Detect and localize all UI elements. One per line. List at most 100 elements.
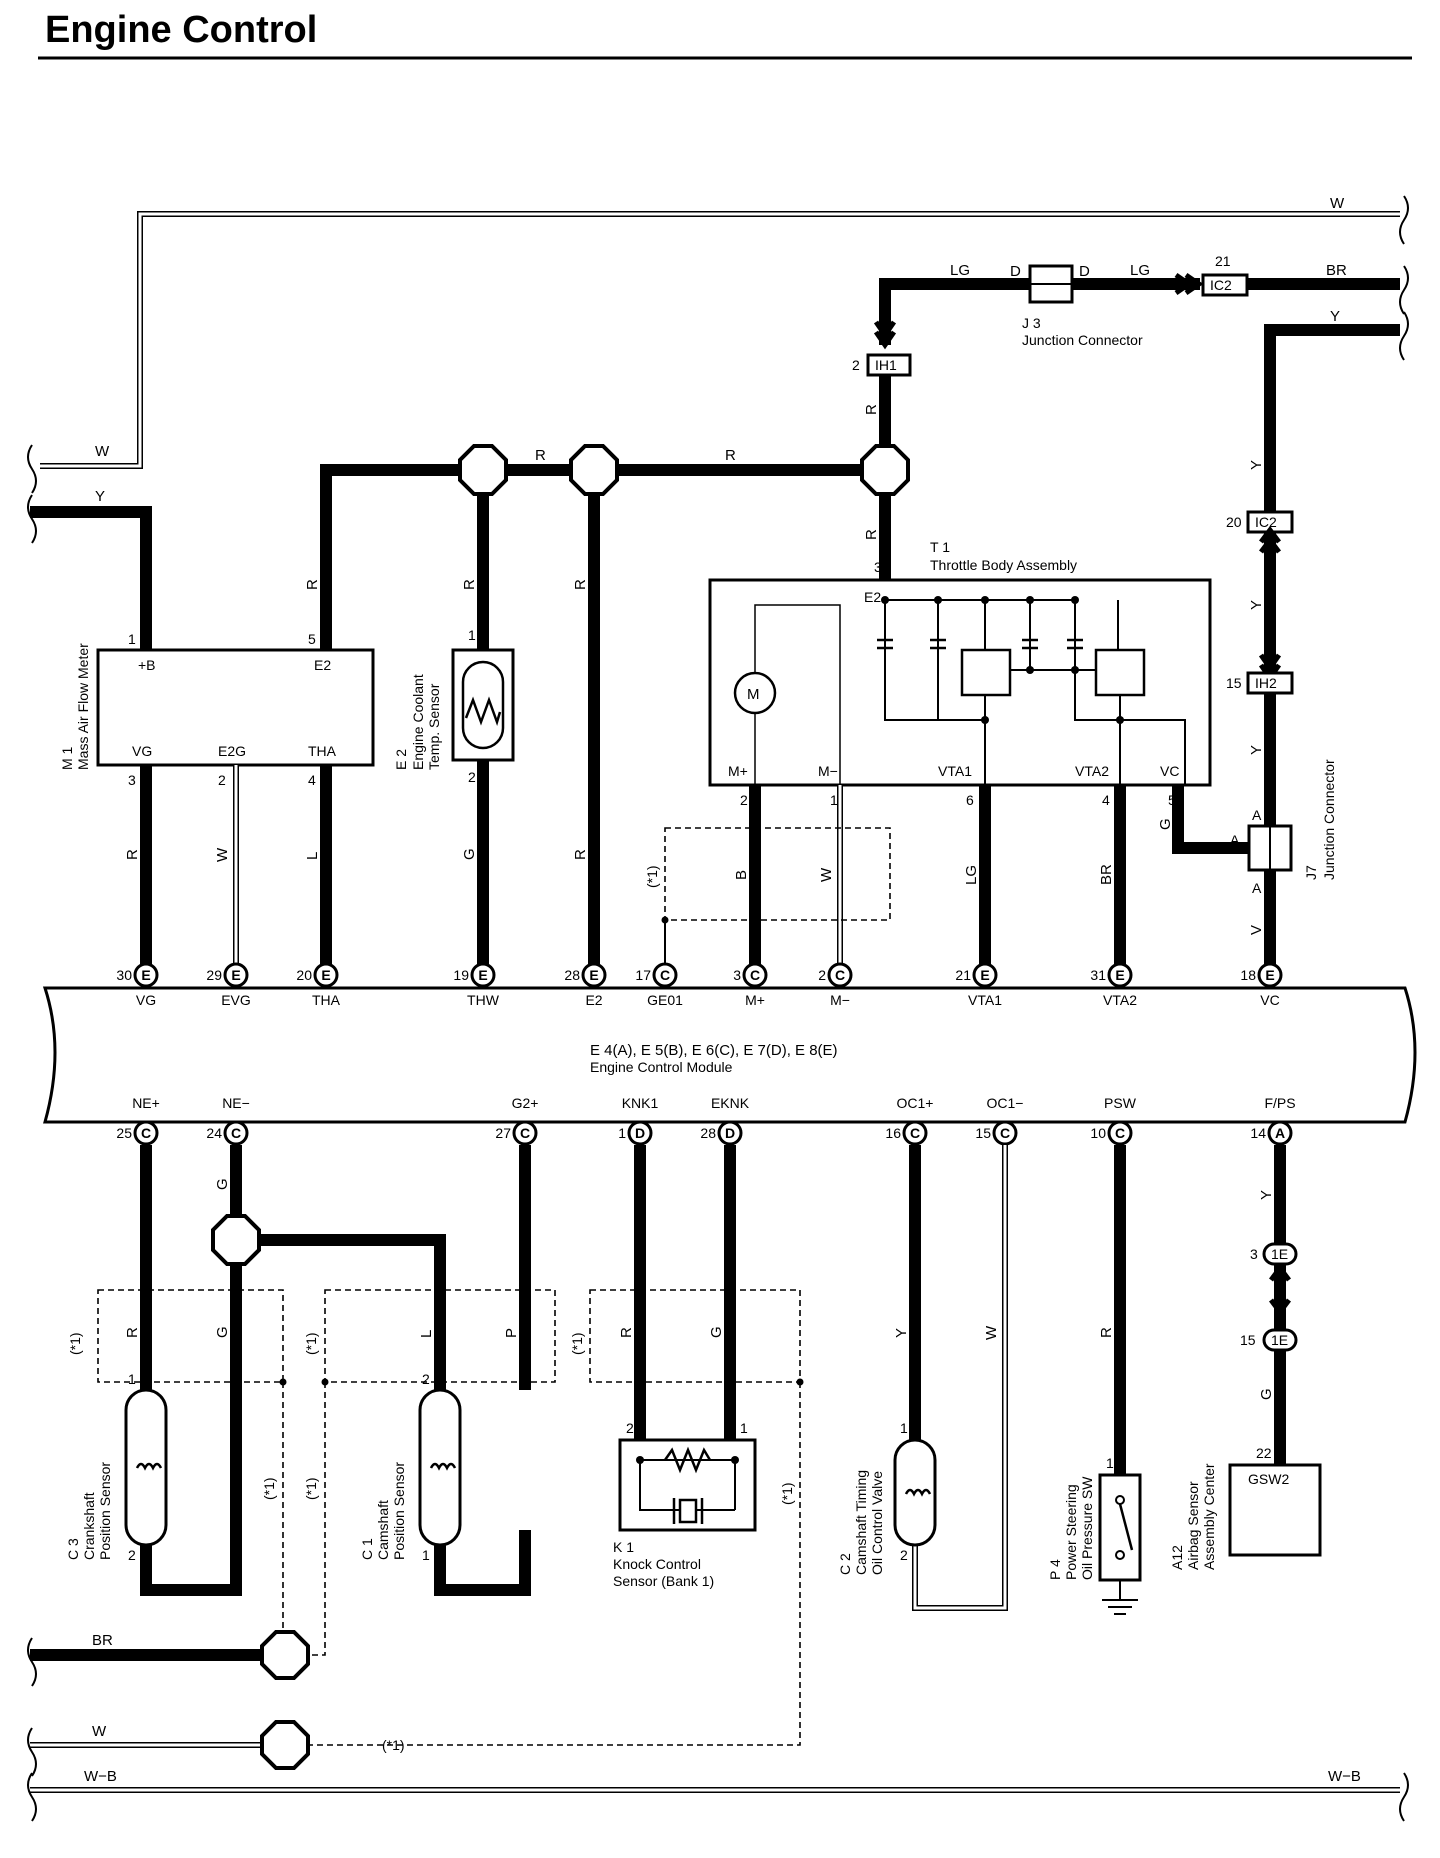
ecm-pin-number: 20 (296, 967, 312, 983)
c1-name: Camshaft (375, 1500, 391, 1560)
ecm-terminal-circle (133, 962, 159, 988)
wire-label-br: BR (1326, 262, 1347, 279)
connector-arrow (873, 330, 897, 350)
t1-terminal-mm: M− (818, 763, 838, 779)
junction-dot (636, 1456, 644, 1464)
m1-terminal-e2g: E2G (218, 743, 246, 759)
j7-pin-label: A (1252, 807, 1262, 823)
ih2-connector (1246, 671, 1294, 695)
pin-number: 4 (308, 772, 316, 788)
ecm-terminal-circle (223, 962, 249, 988)
ecm-pin-number: 1 (618, 1125, 626, 1141)
wire-label-g: G (214, 1326, 231, 1338)
ecm-terminal-circle (313, 962, 339, 988)
wire-label-r: R (572, 849, 589, 860)
pin-number: 3 (874, 559, 882, 575)
ecm-terminal-name: F/PS (1264, 1095, 1295, 1111)
a12-name: Airbag Sensor (1185, 1481, 1201, 1570)
ecm-pin-number: 19 (453, 967, 469, 983)
ecm-terminal-circle (1257, 962, 1283, 988)
splice-point (260, 1720, 310, 1770)
ecm-terminal-name: EVG (221, 992, 251, 1008)
junction-dot (1026, 666, 1034, 674)
1e-pin: 15 (1240, 1332, 1256, 1348)
k1-code: K 1 (613, 1539, 634, 1555)
switch-lever-icon (1118, 1503, 1134, 1551)
ecm-pin-number: 21 (955, 967, 971, 983)
ecm-terminal-name: GE01 (647, 992, 683, 1008)
k1-name: Sensor (Bank 1) (613, 1573, 714, 1589)
wire-label-r: R (863, 529, 880, 540)
ecm-top-terminals: E30VGE29EVGE20THAE19THWE28E2C17GE01C3M+C… (116, 962, 1283, 1008)
wire-label-l: L (418, 1330, 435, 1338)
connector-arrow (1184, 272, 1204, 296)
junction-dot (1026, 596, 1034, 604)
wire-label-r: R (572, 579, 589, 590)
ecm-terminal-name: EKNK (711, 1095, 750, 1111)
ecm-connector-letter: E (1115, 967, 1124, 983)
wire-r-bus (320, 464, 885, 650)
ecm-terminal-name: M− (830, 992, 850, 1008)
splice-point (458, 444, 508, 496)
ic2-code: IC2 (1255, 514, 1277, 530)
wire-c1-g2 (434, 1530, 531, 1596)
junction-dot (981, 596, 989, 604)
ecm-pin-number: 17 (635, 967, 651, 983)
c1-code: C 1 (359, 1538, 375, 1560)
ecm-terminal-circle (902, 1120, 928, 1146)
ecm-terminal-name: NE− (222, 1095, 250, 1111)
wire-lg-ih1 (879, 278, 1030, 345)
ecm-terminal-name: VTA2 (1103, 992, 1137, 1008)
pin-number: 2 (468, 769, 476, 785)
switch-contact (1115, 1550, 1125, 1560)
j3-pin-label: D (1010, 263, 1021, 280)
c3-name: Position Sensor (97, 1462, 113, 1560)
ih1-connector (866, 353, 912, 377)
ecm-terminal-circle (581, 962, 607, 988)
c2-name: Camshaft Timing (853, 1470, 869, 1575)
junction-dot (934, 596, 942, 604)
ecm-terminal-name: VG (136, 992, 156, 1008)
ecm-pin-number: 28 (564, 967, 580, 983)
junction-dot (321, 1378, 329, 1386)
a12-name: Assembly Center (1201, 1463, 1217, 1570)
page-title: Engine Control (45, 9, 317, 51)
wire-label-y: Y (1248, 460, 1265, 470)
e2-code: E 2 (393, 749, 409, 770)
ecm-connector-letter: C (660, 967, 670, 983)
wire-label-y: Y (893, 1328, 910, 1338)
splice-point (569, 444, 619, 496)
wire-w-top (40, 211, 1400, 469)
junction-dot (731, 1456, 739, 1464)
1e-connector (1262, 1328, 1298, 1352)
shield-note: (*1) (303, 1477, 319, 1500)
t1-sensor-ic (960, 648, 1012, 697)
ecm-terminal-name: NE+ (132, 1095, 160, 1111)
ecm-connector-letter: C (1115, 1125, 1125, 1141)
ecm-desc: Engine Control Module (590, 1059, 733, 1075)
t1-terminal-vta2: VTA2 (1075, 763, 1109, 779)
wire-label-r: R (725, 447, 736, 464)
c3-name: Crankshaft (81, 1492, 97, 1560)
ecm-terminal-name: PSW (1104, 1095, 1137, 1111)
ecm-terminal-name: THW (467, 992, 500, 1008)
ecm-connector-letter: E (231, 967, 240, 983)
wire-g-splice (259, 1234, 446, 1390)
wire-label-w: W (818, 867, 835, 882)
ecm-pin-number: 15 (975, 1125, 991, 1141)
junction-dot (1116, 716, 1124, 724)
wire-label-g: G (1258, 1388, 1275, 1400)
shield-note: (*1) (569, 1332, 585, 1355)
coil-icon (135, 1462, 163, 1471)
ecm-connector-letter: E (321, 967, 330, 983)
connector-arrow (1269, 1263, 1291, 1282)
ecm-connector-letter: E (141, 967, 150, 983)
connector-arrow (1259, 535, 1281, 554)
ecm-connector-letter: C (141, 1125, 151, 1141)
junction-dot (1071, 666, 1079, 674)
wire-label-w: W (1330, 195, 1345, 212)
shield-note: (*1) (67, 1332, 83, 1355)
motor-icon (733, 671, 777, 715)
wire-break-mark (27, 444, 37, 494)
